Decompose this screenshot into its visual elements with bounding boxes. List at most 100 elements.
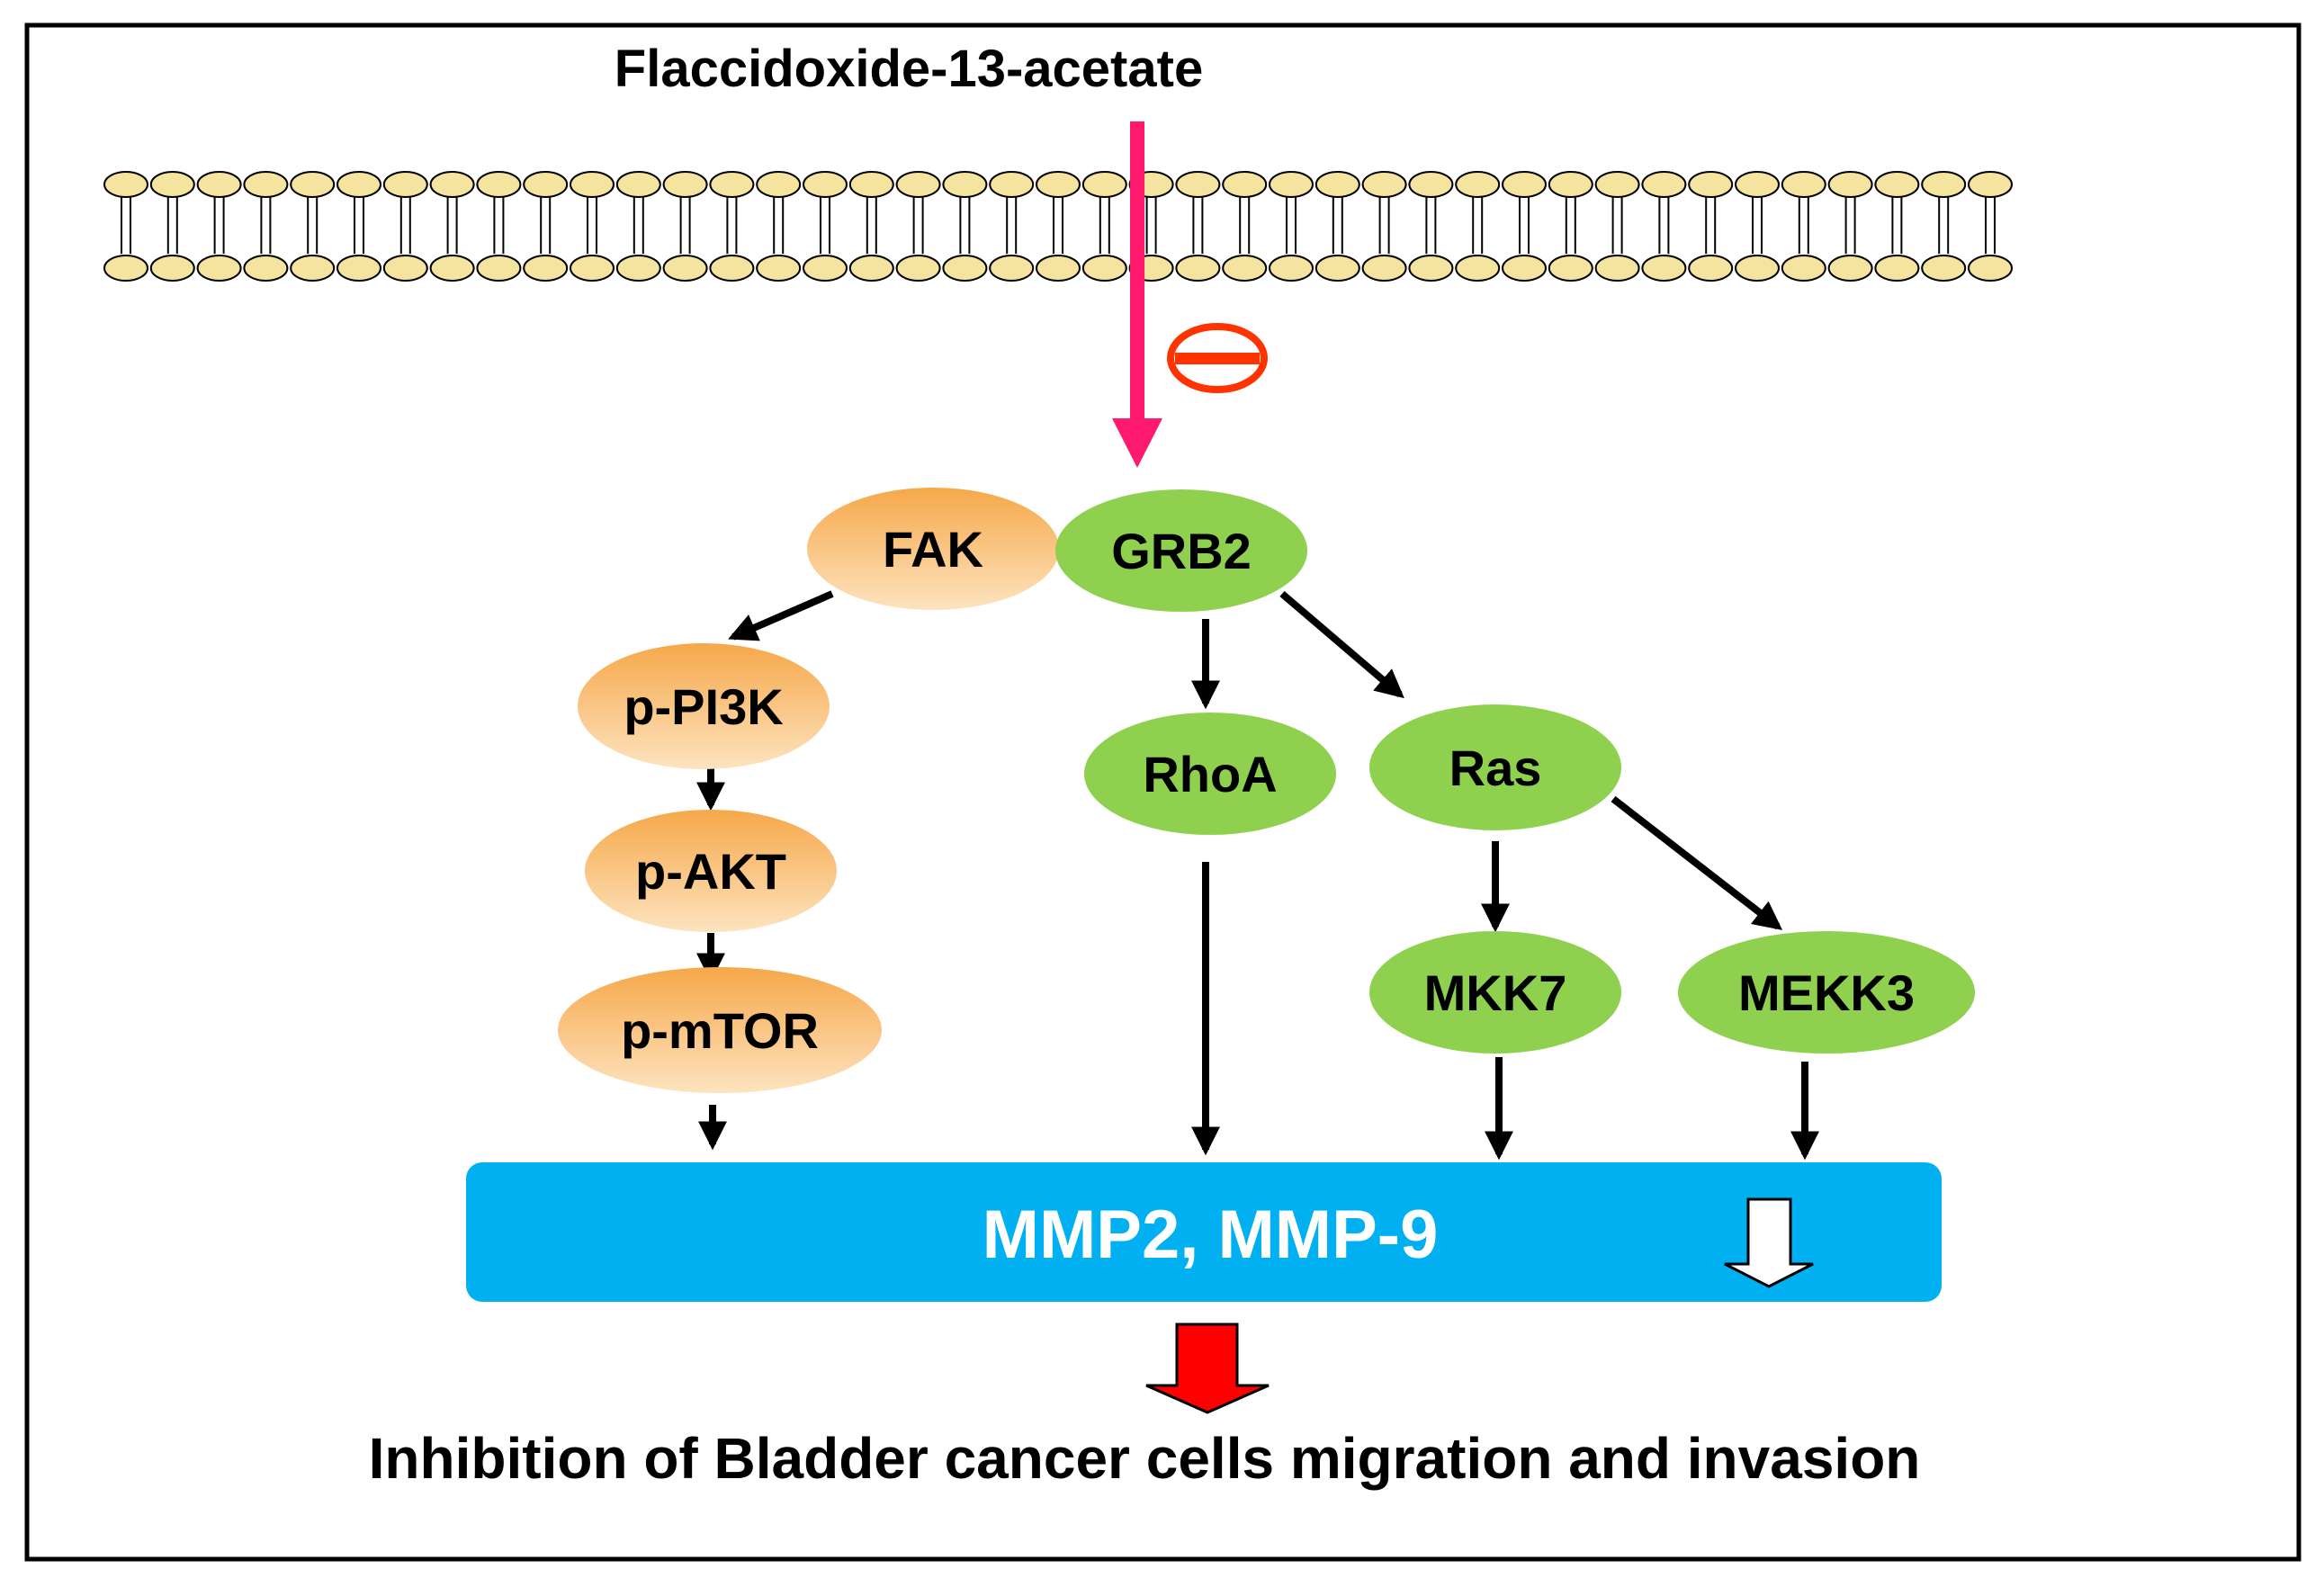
node-p-mtor: p-mTOR: [558, 967, 882, 1093]
lipid-head: [1968, 255, 2013, 282]
pathway-arrows: [696, 590, 1819, 1161]
lipid-head: [1081, 255, 1127, 282]
lipid-head: [942, 171, 988, 198]
lipid-head: [523, 255, 569, 282]
svg-text:FAK: FAK: [883, 521, 983, 578]
lipid-head: [1408, 171, 1454, 198]
lipid-head: [989, 171, 1035, 198]
lipid-head: [1036, 255, 1081, 282]
lipid-head: [1968, 171, 2013, 198]
lipid-head: [1315, 255, 1360, 282]
lipid-head: [1455, 171, 1501, 198]
lipid-head: [1921, 255, 1967, 282]
svg-text:p-mTOR: p-mTOR: [621, 1002, 819, 1059]
lipid-head: [1641, 171, 1687, 198]
node-p-pi3k: p-PI3K: [578, 643, 830, 769]
node-mkk7: MKK7: [1369, 931, 1621, 1054]
lipid-head: [196, 171, 242, 198]
lipid-head: [336, 171, 381, 198]
lipid-head: [149, 255, 195, 282]
arrow-ras-to-mekk3: [1611, 795, 1783, 930]
lipid-head: [1874, 171, 1920, 198]
lipid-head: [756, 171, 802, 198]
svg-text:MKK7: MKK7: [1424, 964, 1567, 1021]
lipid-head: [1781, 255, 1826, 282]
lipid-head: [615, 255, 661, 282]
lipid-head: [149, 171, 195, 198]
lipid-head: [803, 171, 848, 198]
inhibit-icon: [1167, 323, 1268, 393]
drug-arrow: [1112, 121, 1162, 468]
lipid-head: [1081, 171, 1127, 198]
svg-text:MEKK3: MEKK3: [1738, 964, 1915, 1021]
lipid-head: [895, 171, 941, 198]
cell-membrane: [103, 171, 2013, 282]
lipid-head: [1594, 255, 1640, 282]
lipid-head: [662, 255, 708, 282]
lipid-head: [103, 255, 148, 282]
lipid-head: [1455, 255, 1501, 282]
lipid-head: [1827, 255, 1873, 282]
lipid-head: [1735, 171, 1780, 198]
mmp-box: MMP2, MMP-9: [466, 1162, 1942, 1302]
lipid-head: [243, 171, 289, 198]
lipid-head: [1269, 255, 1314, 282]
lipid-head: [803, 255, 848, 282]
lipid-head: [476, 255, 522, 282]
lipid-head: [709, 255, 755, 282]
lipid-head: [523, 171, 569, 198]
lipid-head: [662, 171, 708, 198]
lipid-head: [1688, 255, 1734, 282]
node-p-akt: p-AKT: [585, 810, 837, 932]
lipid-head: [1641, 255, 1687, 282]
lipid-head: [895, 255, 941, 282]
lipid-head: [1548, 171, 1593, 198]
node-grb2: GRB2: [1055, 489, 1307, 612]
lipid-head: [848, 255, 894, 282]
lipid-head: [1408, 255, 1454, 282]
lipid-head: [1548, 255, 1593, 282]
lipid-head: [1361, 171, 1407, 198]
lipid-head: [1361, 255, 1407, 282]
lipid-head: [1781, 171, 1826, 198]
outcome-arrow-icon: [1145, 1322, 1270, 1414]
lipid-head: [290, 171, 336, 198]
lipid-head: [429, 171, 475, 198]
lipid-head: [1222, 171, 1268, 198]
lipid-head: [476, 171, 522, 198]
node-fak: FAK: [807, 488, 1059, 610]
lipid-head: [570, 171, 615, 198]
node-mekk3: MEKK3: [1678, 931, 1975, 1054]
lipid-head: [196, 255, 242, 282]
lipid-head: [989, 255, 1035, 282]
lipid-head: [756, 255, 802, 282]
lipid-head: [243, 255, 289, 282]
svg-text:Ras: Ras: [1449, 740, 1542, 796]
lipid-head: [429, 255, 475, 282]
svg-text:RhoA: RhoA: [1143, 746, 1277, 802]
lipid-head: [1175, 255, 1221, 282]
lipid-head: [1735, 255, 1780, 282]
lipid-head: [1175, 171, 1221, 198]
lipid-head: [1921, 171, 1967, 198]
lipid-head: [1269, 171, 1314, 198]
node-ras: Ras: [1369, 704, 1621, 830]
lipid-head: [848, 171, 894, 198]
lipid-head: [615, 171, 661, 198]
lipid-head: [1874, 255, 1920, 282]
lipid-head: [1594, 171, 1640, 198]
lipid-head: [382, 171, 428, 198]
arrow-fak-to-ppi3k: [728, 590, 834, 641]
lipid-head: [1502, 255, 1547, 282]
lipid-head: [382, 255, 428, 282]
lipid-head: [942, 255, 988, 282]
lipid-head: [290, 255, 336, 282]
lipid-head: [1036, 171, 1081, 198]
drug-title: Flaccidoxide-13-acetate: [615, 40, 1203, 98]
lipid-head: [1827, 171, 1873, 198]
down-arrow-icon: [1724, 1197, 1814, 1288]
node-rhoa: RhoA: [1084, 713, 1336, 835]
figure-frame: [24, 22, 2302, 1562]
lipid-head: [103, 171, 148, 198]
